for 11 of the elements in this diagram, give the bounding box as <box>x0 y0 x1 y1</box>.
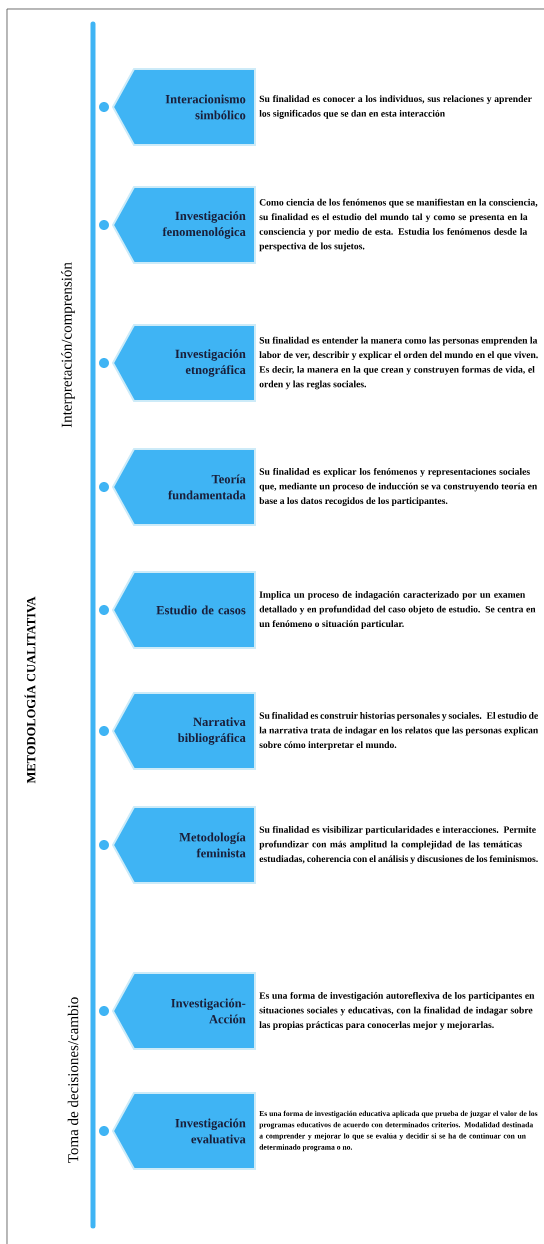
description-text: Su finalidad es visibilizar particularidades e interacciones. Permite profundizar con más amplitud la complejidad de las temáticas estudiadas, coherencia con el análisis y discusiones de los feminismos. <box>259 826 538 864</box>
description-text: Su finalidad es explicar los fenómenos y representaciones sociales que, mediante un proceso de inducción se va construyendo teoría en base a los datos recogidos de los participantes. <box>259 467 538 507</box>
vertical-title: METODOLOGÍA CUALITATIVA <box>24 596 36 784</box>
description-text: Su finalidad es construir historias personales y sociales. El estudio de la narrativa trata de indagar en los relatos que las personas explican sobre cómo interpretar el mundo. <box>259 712 539 750</box>
description-text: Su finalidad es entender la manera como las personas emprenden la labor de ver, describir y explicar el orden del mundo en el que viven. Es decir, la manera en la que crean y construyen formas de vida, el orden y las reglas sociales. <box>259 336 538 390</box>
description-text: Su finalidad es conocer a los individuos, sus relaciones y aprender los significados que se dan en esta interacción <box>259 95 532 119</box>
description-text: Como ciencia de los fenómenos que se manifiestan en la consciencia, su finalidad es el estudio del mundo tal y como se presenta en la consciencia y por medio de esta. Estudia los fenómenos desde la perspectiva de los sujetos. <box>259 198 538 252</box>
vertical-label: Interpretación/comprensión <box>61 262 75 428</box>
description-text: Es una forma de investigación autoreflexiva de los participantes en situaciones sociales y educativas, con la finalidad de indagar sobre las propias prácticas para conocerlas mejor y mejorarlas. <box>259 992 535 1030</box>
vertical-label: Toma de decisiones/cambio <box>67 997 79 1163</box>
description-text: Implica un proceso de indagación caracterizado por un examen detallado y en profundidad del caso objeto de estudio. Se centra en un fenómeno o situación particular. <box>259 591 536 629</box>
